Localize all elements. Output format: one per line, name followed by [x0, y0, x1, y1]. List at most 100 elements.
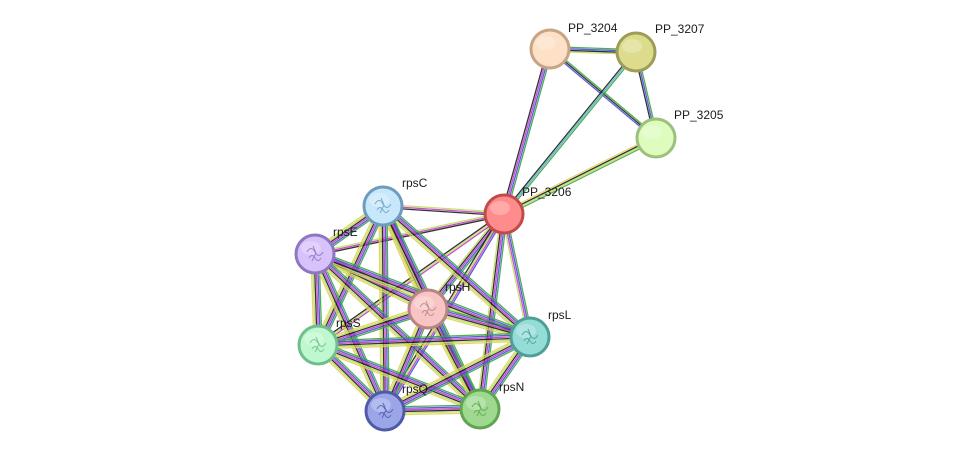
node-label-PP_3205: PP_3205	[674, 108, 724, 122]
edge-PP_3205-PP_3206[interactable]	[502, 135, 658, 217]
edge-rpsL-rpsQ[interactable]	[382, 332, 533, 416]
edge-evidence-line	[505, 213, 533, 337]
edge-evidence-line	[317, 335, 530, 345]
edge-evidence-line	[319, 340, 482, 406]
edge-evidence-line	[504, 49, 552, 215]
edge-evidence-line	[316, 348, 479, 414]
edge-evidence-line	[505, 49, 553, 215]
edge-evidence-line	[550, 47, 658, 138]
edge-evidence-line	[383, 334, 530, 410]
edge-evidence-line	[379, 208, 528, 341]
node-label-PP_3204: PP_3204	[568, 21, 618, 35]
edge-evidence-line	[384, 203, 533, 336]
edge-evidence-line	[382, 332, 529, 409]
edge-evidence-line	[317, 345, 480, 411]
edge-evidence-line	[318, 343, 481, 409]
edge-evidence-line	[480, 214, 507, 410]
node-highlight	[622, 39, 642, 53]
node-rpsH[interactable]	[407, 288, 449, 330]
node-label-rpsH: rpsH	[445, 280, 470, 294]
protein-structure-icon	[376, 402, 394, 419]
edge-evidence-line	[318, 338, 531, 349]
node-label-rpsQ: rpsQ	[402, 382, 428, 396]
nodes-layer	[294, 28, 677, 432]
node-rpsN[interactable]	[459, 388, 501, 430]
edge-PP_3207-PP_3206[interactable]	[502, 50, 638, 216]
node-circle	[635, 117, 677, 159]
edge-evidence-line	[311, 256, 478, 413]
edge-evidence-line	[318, 340, 531, 350]
edge-evidence-line	[378, 206, 382, 412]
edge-evidence-line	[310, 255, 382, 413]
edge-PP_3206-rpsN[interactable]	[476, 213, 508, 410]
node-label-rpsS: rpsS	[336, 316, 361, 330]
edge-PP_3204-PP_3206[interactable]	[501, 48, 553, 215]
protein-structure-icon	[419, 300, 437, 317]
edge-rpsC-rpsQ[interactable]	[378, 205, 390, 412]
edge-evidence-line	[479, 213, 505, 410]
node-highlight	[642, 125, 662, 139]
edges-layer	[310, 45, 659, 416]
edge-evidence-line	[312, 254, 384, 413]
protein-structure-icon	[374, 197, 392, 214]
node-PP_3205[interactable]	[635, 117, 677, 159]
protein-structure-icon	[309, 336, 327, 353]
edge-PP_3206-rpsL[interactable]	[501, 213, 533, 338]
edge-evidence-line	[314, 254, 480, 411]
node-label-PP_3206: PP_3206	[522, 185, 572, 199]
edge-evidence-line	[385, 202, 534, 335]
edge-evidence-line	[317, 332, 530, 342]
edge-evidence-line	[316, 346, 480, 412]
edge-evidence-line	[502, 214, 530, 338]
node-rpsQ[interactable]	[364, 390, 406, 432]
edge-evidence-line	[383, 204, 531, 337]
edge-evidence-line	[318, 337, 531, 347]
node-PP_3204[interactable]	[529, 28, 571, 70]
edge-evidence-line	[504, 213, 532, 337]
protein-structure-icon	[306, 245, 324, 262]
edge-evidence-line	[504, 138, 657, 216]
node-PP_3206[interactable]	[483, 193, 525, 235]
edge-evidence-line	[384, 335, 530, 411]
edge-evidence-line	[318, 342, 482, 408]
edge-evidence-line	[379, 206, 384, 412]
edge-evidence-line	[424, 211, 503, 308]
edge-evidence-line	[385, 337, 531, 413]
node-highlight	[490, 201, 510, 215]
edge-evidence-line	[385, 338, 532, 414]
edge-rpsS-rpsN[interactable]	[316, 340, 482, 414]
edge-evidence-line	[476, 213, 502, 409]
node-label-PP_3207: PP_3207	[655, 22, 705, 36]
node-PP_3207[interactable]	[615, 31, 657, 73]
edge-evidence-line	[477, 213, 504, 409]
node-circle	[483, 193, 525, 235]
node-rpsL[interactable]	[509, 316, 551, 358]
edge-evidence-line	[314, 213, 505, 255]
edge-evidence-line	[502, 135, 656, 213]
node-rpsC[interactable]	[362, 185, 404, 227]
edge-evidence-line	[502, 48, 550, 214]
node-label-rpsN: rpsN	[499, 380, 524, 394]
edge-evidence-line	[502, 50, 636, 214]
edge-evidence-line	[504, 52, 638, 216]
edge-evidence-line	[383, 205, 387, 411]
edge-evidence-line	[380, 207, 529, 340]
node-circle	[615, 31, 657, 73]
protein-structure-icon	[471, 400, 489, 417]
edge-evidence-line	[382, 206, 530, 339]
edge-evidence-line	[503, 136, 656, 214]
node-rpsS[interactable]	[297, 324, 339, 366]
node-label-rpsE: rpsE	[333, 225, 358, 239]
edge-evidence-line	[501, 214, 529, 338]
protein-structure-icon	[521, 328, 539, 345]
node-rpsE[interactable]	[294, 233, 336, 275]
edge-evidence-line	[381, 206, 385, 412]
edge-evidence-line	[316, 251, 483, 408]
edge-rpsC-rpsL[interactable]	[379, 202, 534, 341]
edge-evidence-line	[504, 139, 658, 217]
edge-rpsS-rpsL[interactable]	[317, 332, 531, 350]
node-highlight	[536, 36, 556, 50]
node-label-rpsC: rpsC	[402, 176, 428, 190]
